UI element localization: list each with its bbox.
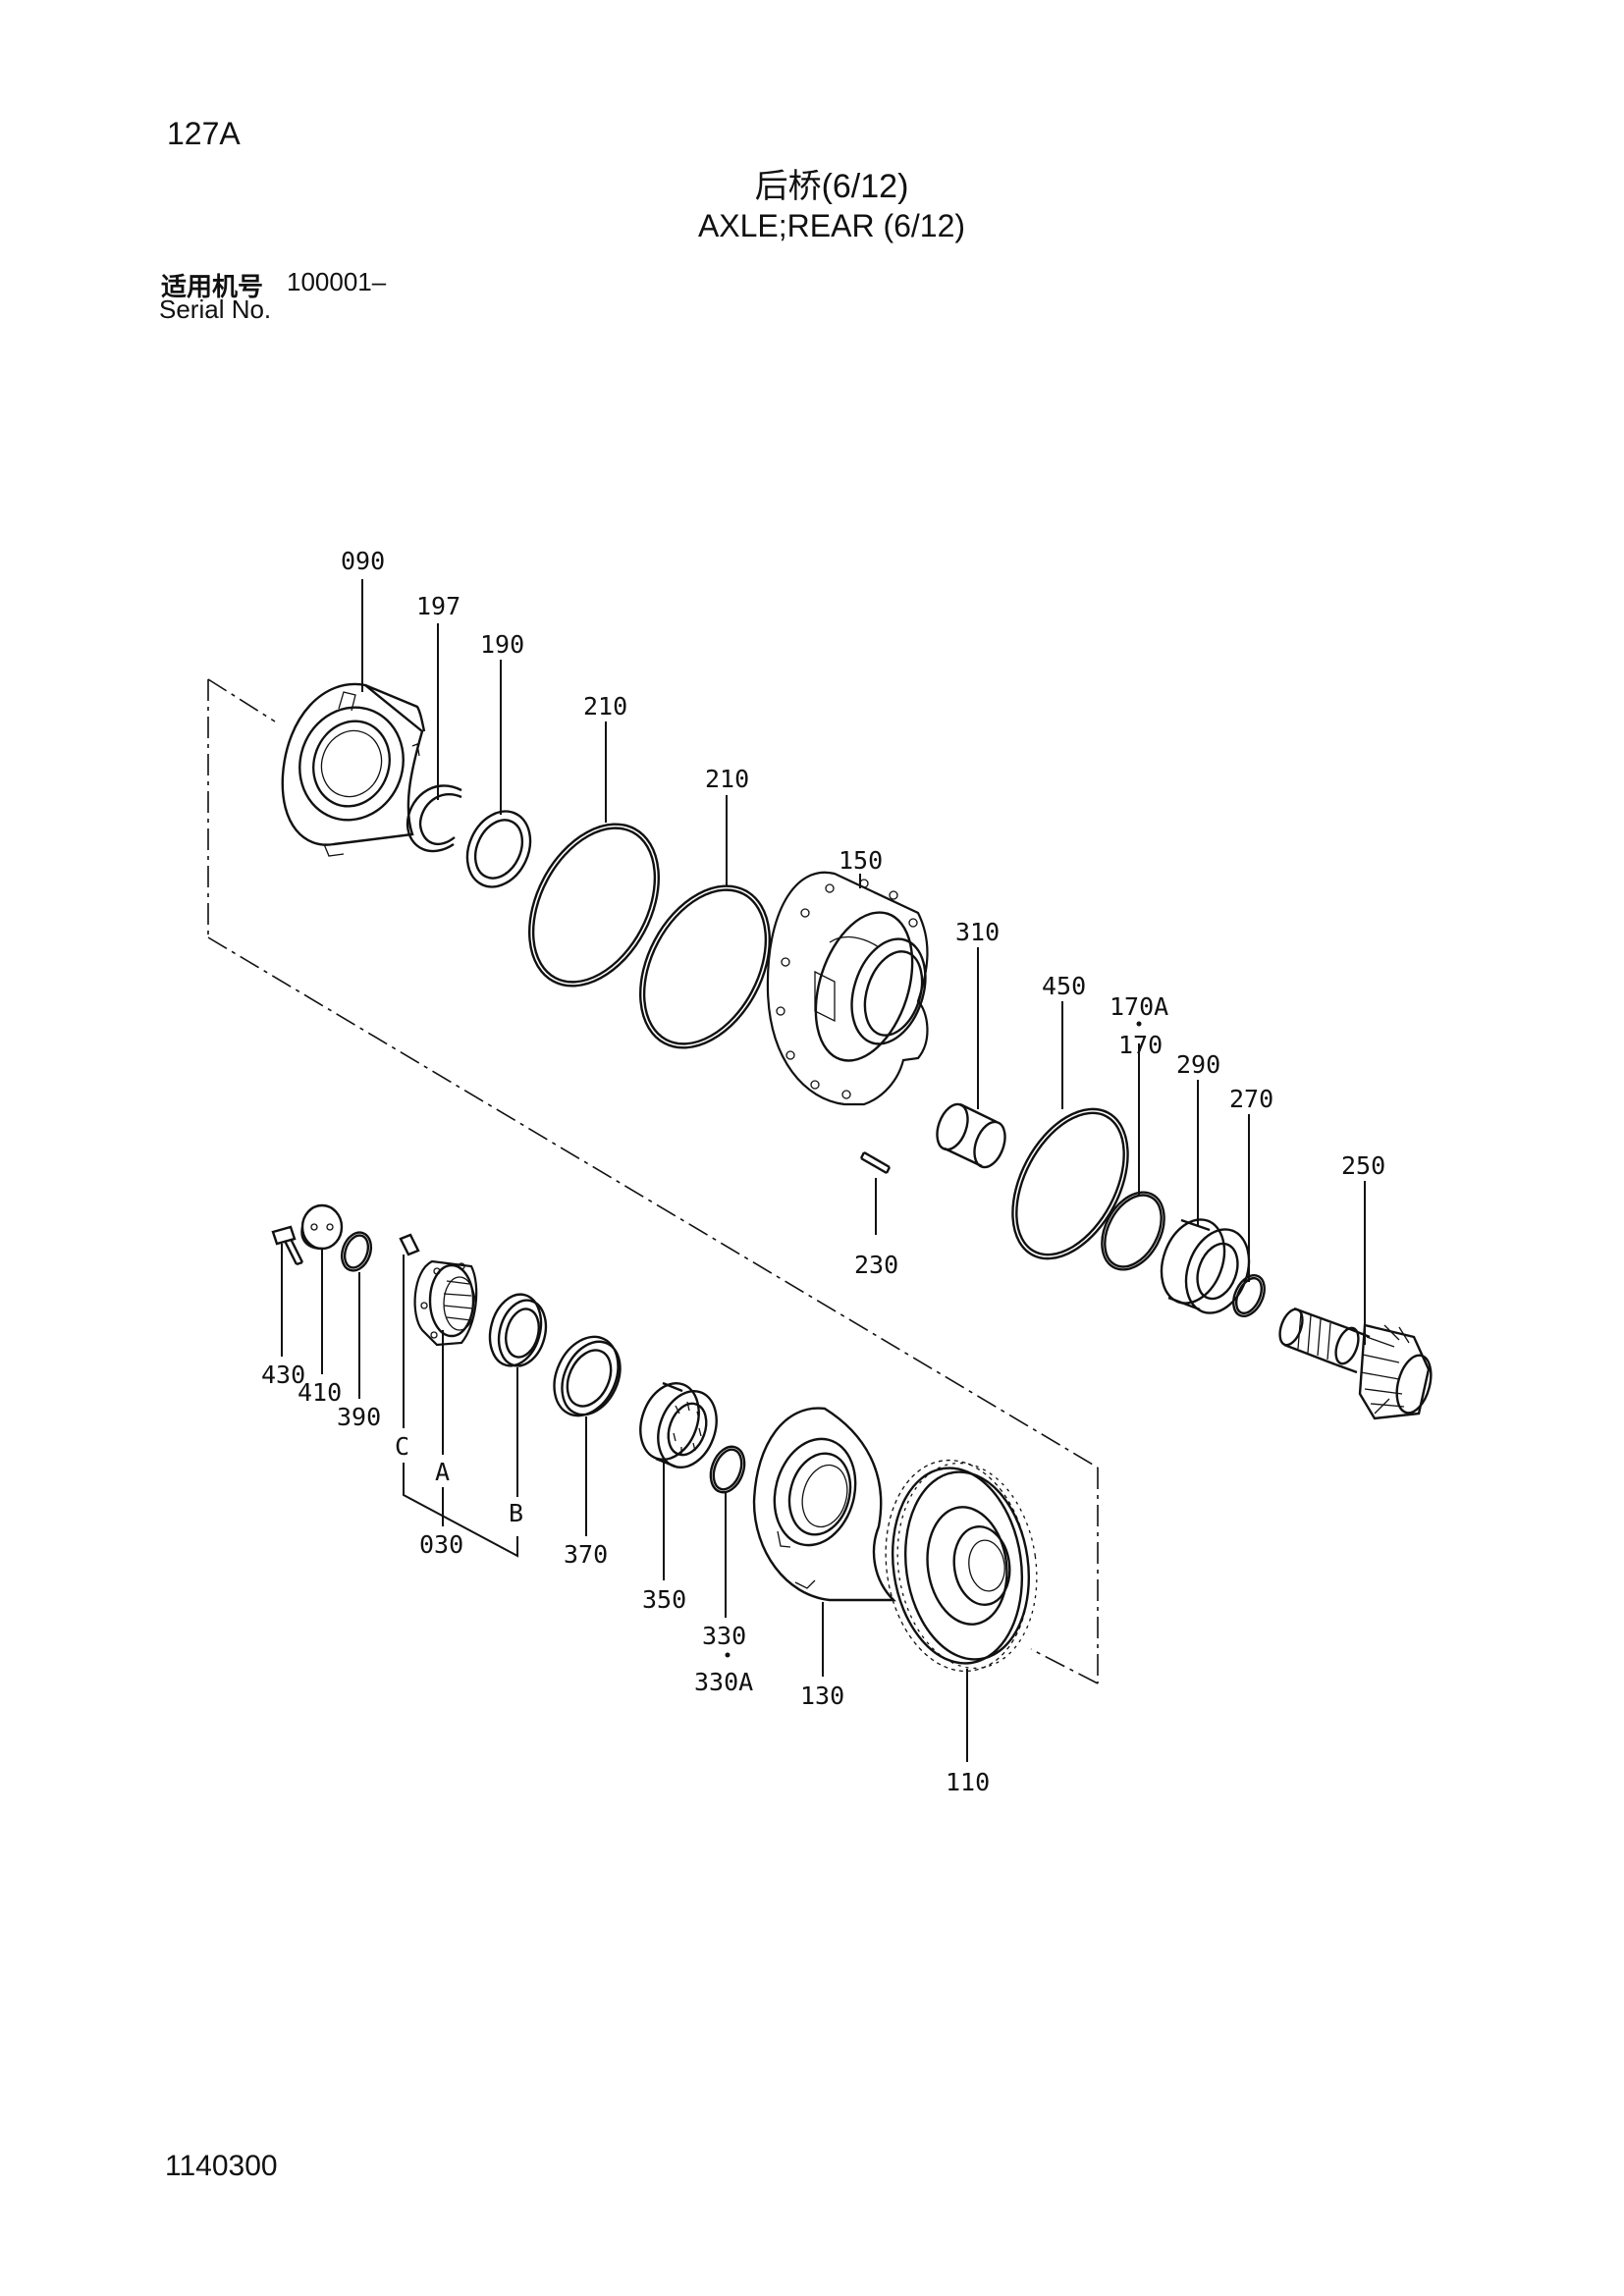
callout-310: 310 bbox=[955, 918, 1000, 946]
callout-290: 290 bbox=[1176, 1050, 1220, 1079]
callout-a: A bbox=[435, 1458, 450, 1486]
part-310-sleeve bbox=[936, 1102, 1006, 1169]
part-a-flange bbox=[413, 1259, 478, 1347]
callout-b: B bbox=[509, 1499, 523, 1527]
title-english: AXLE;REAR (6/12) bbox=[697, 208, 966, 243]
part-450-o-ring bbox=[1011, 1107, 1129, 1260]
callout-170-dot bbox=[1136, 1021, 1142, 1027]
callout-370: 370 bbox=[564, 1540, 608, 1569]
part-b-seal bbox=[488, 1293, 548, 1367]
callout-labels: 090 197 190 210 210 150 310 450 170A 170… bbox=[261, 547, 1385, 1796]
part-330-shim bbox=[709, 1445, 746, 1494]
callout-170a: 170A bbox=[1110, 992, 1168, 1021]
callout-030: 030 bbox=[419, 1530, 463, 1559]
callout-330-dot bbox=[725, 1652, 731, 1658]
callout-170: 170 bbox=[1118, 1031, 1163, 1059]
part-190-washer bbox=[465, 810, 532, 888]
part-290-bearing bbox=[1160, 1218, 1251, 1314]
callout-210-second: 210 bbox=[705, 765, 749, 793]
part-350-bearing bbox=[639, 1381, 718, 1468]
callout-250: 250 bbox=[1341, 1151, 1385, 1180]
part-390-o-ring bbox=[340, 1231, 373, 1272]
callout-330: 330 bbox=[702, 1622, 746, 1650]
callout-430: 430 bbox=[261, 1361, 305, 1389]
part-270-ring bbox=[1232, 1274, 1266, 1317]
part-430-bolt bbox=[271, 1225, 304, 1266]
serial-label-chinese: 适用机号 bbox=[161, 272, 264, 301]
leader-lines bbox=[281, 579, 1366, 1762]
part-250-pinion-shaft bbox=[1278, 1307, 1433, 1420]
part-197-snap-ring bbox=[406, 784, 462, 853]
callout-090: 090 bbox=[341, 547, 385, 575]
callout-350: 350 bbox=[642, 1585, 686, 1614]
part-210-o-ring-1 bbox=[528, 823, 660, 988]
part-150-housing bbox=[766, 871, 929, 1106]
callout-330a: 330A bbox=[694, 1668, 753, 1696]
callout-110: 110 bbox=[946, 1768, 990, 1796]
part-370-seal bbox=[553, 1335, 622, 1417]
callout-210-first: 210 bbox=[583, 692, 627, 721]
part-130-carrier bbox=[752, 1407, 896, 1602]
callout-150: 150 bbox=[839, 846, 883, 875]
page-number: 127A bbox=[167, 116, 241, 151]
callout-230: 230 bbox=[854, 1251, 898, 1279]
title-chinese: 后桥(6/12) bbox=[754, 168, 909, 205]
callout-450: 450 bbox=[1042, 972, 1086, 1000]
part-210-o-ring-2 bbox=[639, 884, 771, 1049]
part-170-ring bbox=[1101, 1191, 1165, 1271]
callout-130: 130 bbox=[800, 1682, 844, 1710]
callout-390: 390 bbox=[337, 1403, 381, 1431]
part-090-plate bbox=[281, 682, 426, 857]
callout-270: 270 bbox=[1229, 1085, 1273, 1113]
document-code: 1140300 bbox=[165, 2150, 278, 2182]
callout-410: 410 bbox=[298, 1378, 342, 1407]
part-410-lock-plate bbox=[300, 1203, 344, 1251]
part-110-gear bbox=[885, 1459, 1038, 1673]
callout-c: C bbox=[395, 1432, 409, 1461]
assembly-boundary-line bbox=[207, 678, 1099, 1684]
part-c-pin bbox=[399, 1233, 420, 1256]
housing-bolt-holes bbox=[776, 879, 918, 1099]
part-230-pin bbox=[859, 1150, 892, 1175]
serial-label-english: Serial No. bbox=[159, 294, 272, 324]
callout-197: 197 bbox=[416, 592, 460, 620]
callout-190: 190 bbox=[480, 630, 524, 659]
serial-number-value: 100001– bbox=[287, 267, 387, 296]
